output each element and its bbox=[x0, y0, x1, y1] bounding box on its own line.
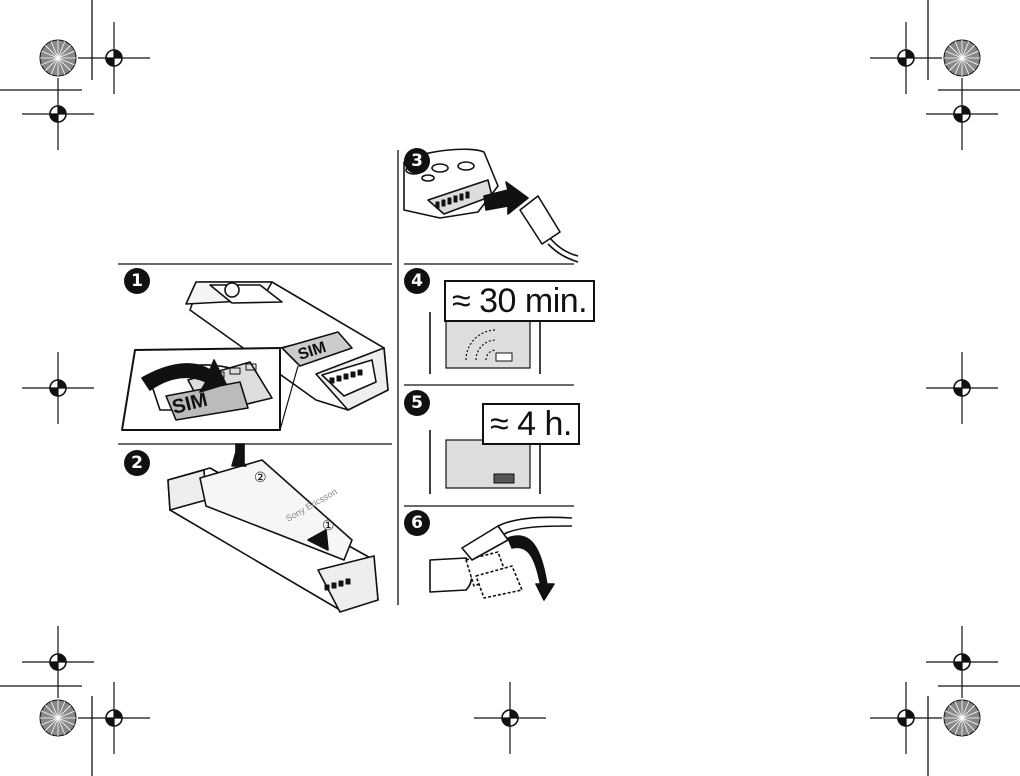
callout-wait-time: ≈ 30 min. bbox=[444, 280, 595, 322]
step-number-2: 2 bbox=[124, 450, 150, 476]
step-number-5: 5 bbox=[404, 390, 430, 416]
callout-charge-time: ≈ 4 h. bbox=[482, 403, 580, 445]
step-number-3: 3 bbox=[404, 148, 430, 174]
step-number-6: 6 bbox=[404, 510, 430, 536]
step-number-4: 4 bbox=[404, 268, 430, 294]
step-number-1: 1 bbox=[124, 268, 150, 294]
